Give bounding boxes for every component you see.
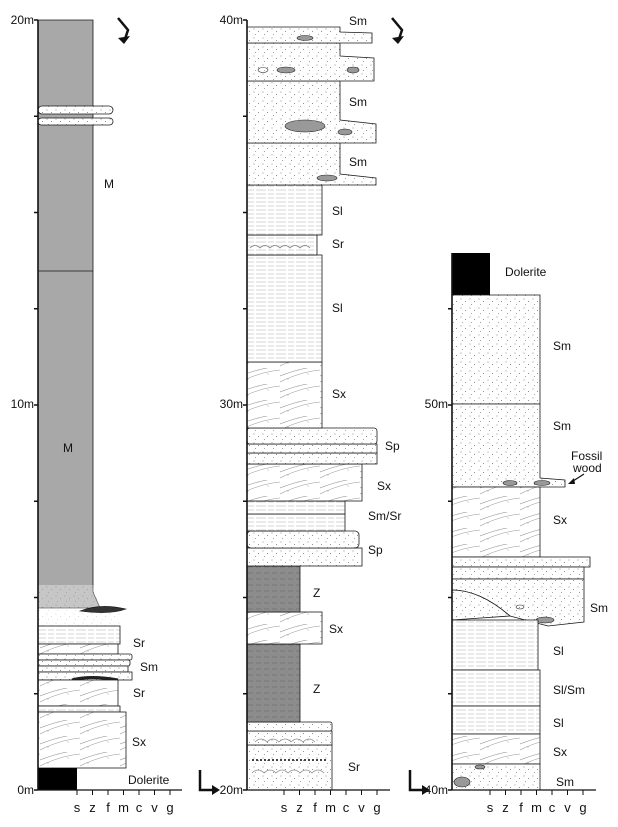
unit-code: Sm: [590, 601, 608, 615]
grain-size-label: v: [564, 800, 571, 815]
carbonaceous-lens: [78, 606, 128, 613]
unit-code: Sr: [348, 760, 360, 774]
grain-size-label: f: [313, 800, 317, 815]
unit-code: Sl/Sm: [553, 683, 585, 697]
grain-size-label: v: [151, 800, 158, 815]
log-column-2: 20m 30m 40m Sr Z Sx Z Sp Sm/Sr Sx Sp Sx …: [198, 13, 404, 815]
grain-size-label: z: [502, 800, 509, 815]
grain-size-label: c: [343, 800, 350, 815]
depth-label-40m: 40m: [425, 783, 448, 797]
unit-code: Sr: [332, 237, 344, 251]
unit-code: Sl: [553, 716, 564, 730]
siltstone-bed: [246, 565, 301, 613]
unit-code: Z: [313, 682, 320, 696]
depth-label-40m: 40m: [220, 13, 243, 27]
unit-code: Sx: [329, 622, 343, 636]
depth-label-20m: 20m: [11, 13, 34, 27]
grain-size-label: s: [487, 800, 494, 815]
depth-label-20m: 20m: [220, 783, 243, 797]
unit-code: Sm: [553, 419, 571, 433]
grain-size-label: m: [531, 800, 542, 815]
unit-code: Sl: [332, 204, 343, 218]
grain-size-label: c: [136, 800, 143, 815]
unit-code: Sm: [349, 95, 367, 109]
unit-code: Sp: [385, 439, 400, 453]
unit-code: Sm: [556, 775, 574, 789]
grain-size-label: s: [74, 800, 81, 815]
unit-code: Sx: [132, 735, 146, 749]
grain-size-label: z: [89, 800, 96, 815]
unit-code: Sm: [349, 14, 367, 28]
unit-code: Sm: [349, 155, 367, 169]
unit-code: Sr: [133, 686, 145, 700]
annotation-line-2: wood: [572, 461, 602, 475]
siltstone-bed: [246, 643, 301, 723]
dolerite-block: [38, 768, 77, 790]
unit-code: Sl: [553, 644, 564, 658]
unit-code: Dolerite: [505, 265, 547, 279]
grain-size-label: z: [296, 800, 303, 815]
unit-code: Sm: [140, 660, 158, 674]
unit-code: M: [63, 441, 73, 455]
continuation-arrow-icon: [198, 770, 214, 792]
unit-code: Z: [313, 586, 320, 600]
unit-code: Sm/Sr: [368, 509, 401, 523]
unit-code: Sp: [368, 543, 383, 557]
grain-size-label: f: [519, 800, 523, 815]
grain-size-label: c: [549, 800, 556, 815]
grain-size-label: m: [325, 800, 336, 815]
depth-label-50m: 50m: [425, 397, 448, 411]
unit-code: Sl: [332, 301, 343, 315]
grain-size-label: v: [358, 800, 365, 815]
unit-code: Sx: [553, 745, 567, 759]
depth-label-30m: 30m: [220, 397, 243, 411]
grain-size-label: g: [166, 800, 173, 815]
grain-size-label: g: [373, 800, 380, 815]
unit-code: Sx: [553, 513, 567, 527]
unit-code: Sx: [332, 387, 346, 401]
continuation-arrow-icon: [408, 770, 424, 792]
annotation-line-1: Fossil: [571, 449, 602, 463]
grain-size-label: m: [118, 800, 129, 815]
unit-code: Dolerite: [128, 773, 170, 787]
log-column-3: 40m 50m Sm Sx Sl Sl/Sm Sl Sm Sx Sm Sm Do…: [408, 253, 608, 815]
depth-label-10m: 10m: [11, 397, 34, 411]
grain-size-label: s: [281, 800, 288, 815]
unit-code: Sr: [133, 636, 145, 650]
unit-code: Sx: [377, 479, 391, 493]
unit-code: M: [104, 177, 114, 191]
grain-size-label: f: [106, 800, 110, 815]
unit-code: Sm: [553, 339, 571, 353]
dolerite-block: [452, 253, 490, 295]
silty-base-zone: [38, 585, 120, 626]
grain-size-label: g: [579, 800, 586, 815]
depth-label-0m: 0m: [17, 783, 34, 797]
